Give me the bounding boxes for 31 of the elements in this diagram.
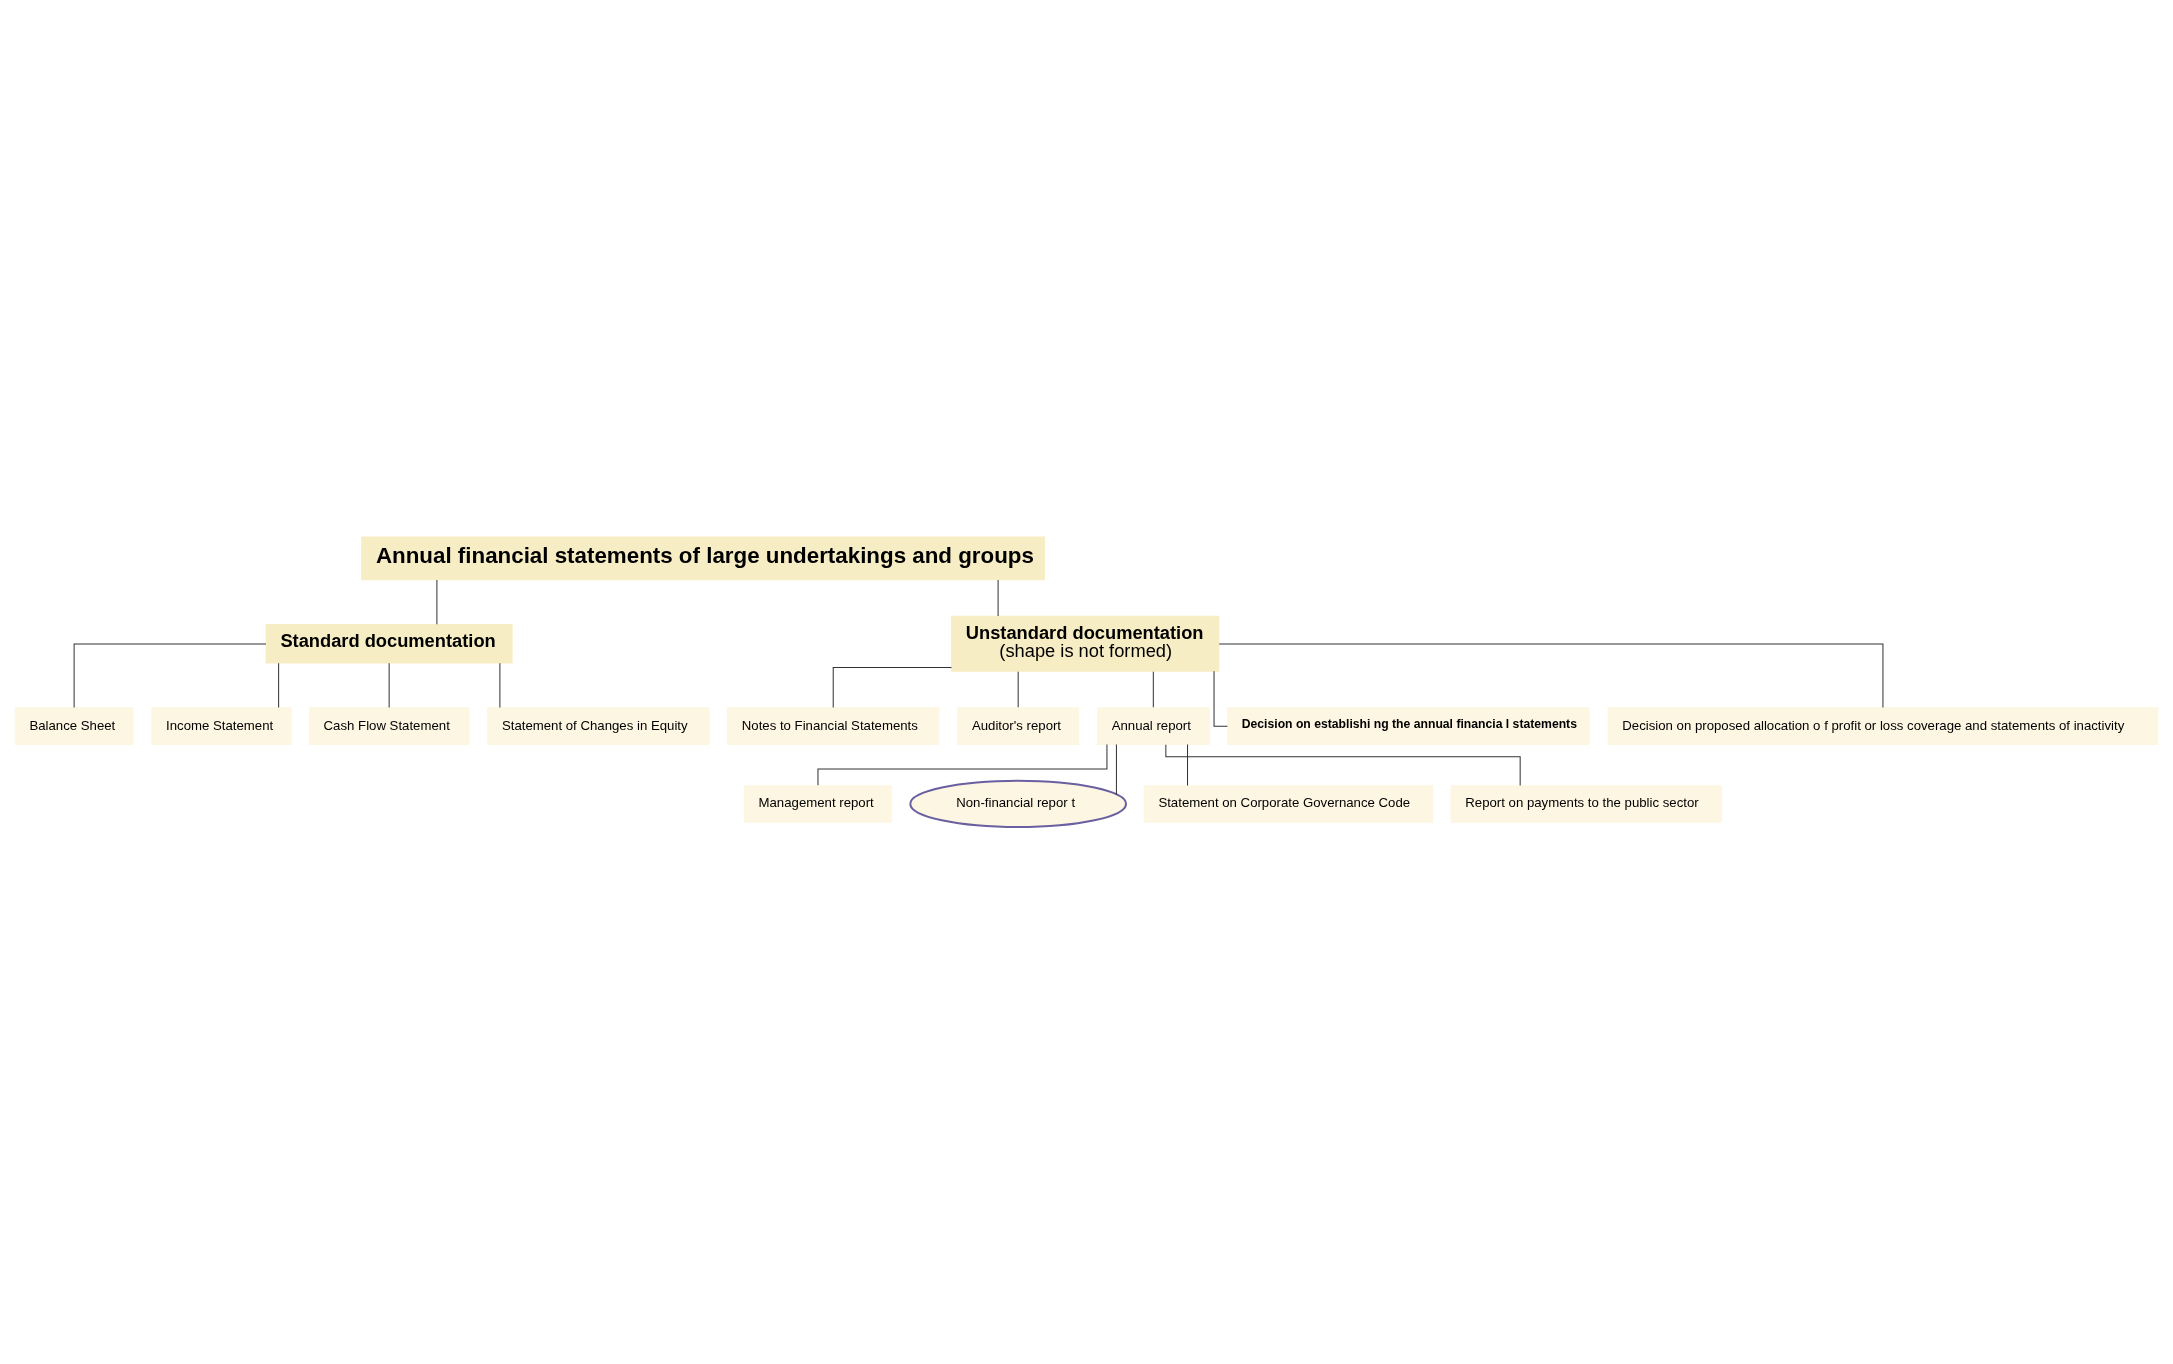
node-box: Statement on Corporate Governance Code	[1143, 785, 1434, 823]
node-box: Balance Sheet	[14, 707, 134, 745]
connector	[1218, 643, 1884, 708]
connector	[1187, 744, 1189, 787]
connector	[499, 662, 501, 709]
connector	[997, 579, 999, 617]
node-box: Decision on proposed allocation o f profit or loss coverage and statements of inactivity	[1607, 707, 2159, 745]
node-box: Statement of Changes in Equity	[487, 707, 710, 745]
connector	[832, 666, 952, 708]
connector	[1115, 744, 1117, 795]
node-box: Annual report	[1096, 707, 1210, 745]
node-box: Annual financial statements of large undertakings and groups	[361, 536, 1046, 581]
connector	[436, 579, 438, 625]
node-box: Report on payments to the public sector	[1450, 785, 1722, 823]
node-ellipse: Non-financial repor t	[909, 779, 1128, 829]
node-box: Cash Flow Statement	[308, 707, 470, 745]
node-box: Income Statement	[151, 707, 292, 745]
connector	[1165, 744, 1521, 787]
connector	[1017, 671, 1019, 708]
node-box: Management report	[743, 785, 893, 823]
connector	[388, 662, 390, 709]
connector	[73, 643, 267, 708]
connector	[278, 662, 280, 709]
connector	[1152, 671, 1154, 708]
node-box: Decision on establishi ng the annual financia l statements	[1227, 707, 1590, 745]
node-box: Auditor's report	[957, 707, 1080, 745]
connector	[817, 744, 1108, 786]
connector	[1213, 670, 1228, 727]
node-box: Notes to Financial Statements	[727, 707, 940, 745]
node-box: Unstandard documentation (shape is not formed)	[951, 615, 1220, 672]
node-box: Standard documentation	[265, 623, 513, 664]
